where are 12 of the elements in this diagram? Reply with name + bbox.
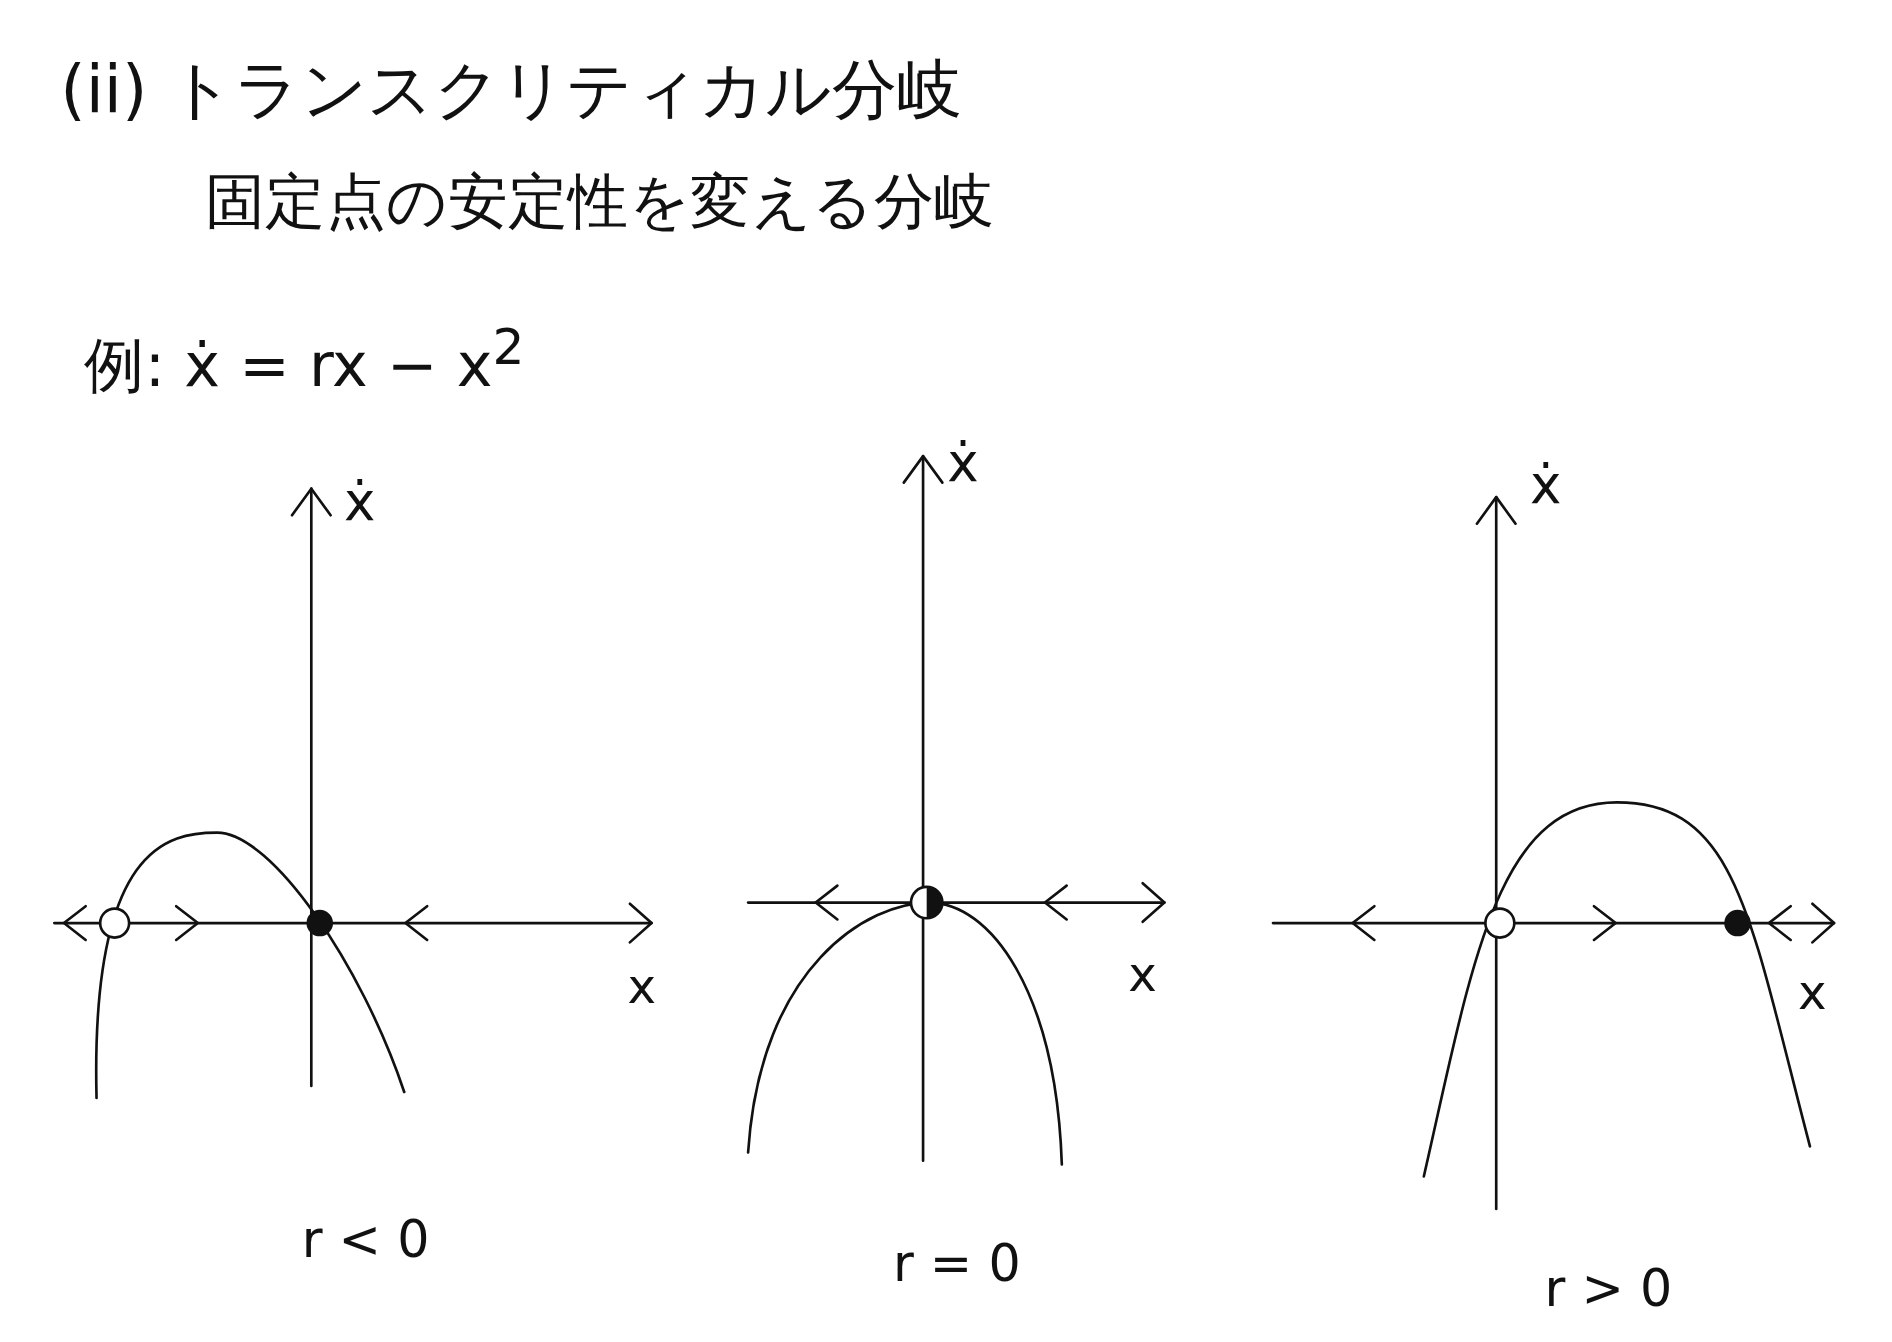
axis-label: ẋ xyxy=(343,473,376,532)
axis-label: x xyxy=(1797,965,1827,1019)
case-label: r > 0 xyxy=(1544,1260,1673,1317)
equation: 例: ẋ = rx − x$^{2}$ xyxy=(84,319,525,399)
axis-label: x xyxy=(627,959,656,1013)
axis-label: ẋ xyxy=(1530,456,1562,515)
subtitle: 固定点の安定性を変える分岐 xyxy=(205,168,995,236)
axis-label: x xyxy=(1128,947,1157,1001)
axis-label: ẋ xyxy=(947,434,979,493)
case-label: r = 0 xyxy=(892,1236,1021,1293)
case-label: r < 0 xyxy=(301,1212,430,1269)
title: (ii) トランスクリティカル分岐 xyxy=(60,54,963,126)
